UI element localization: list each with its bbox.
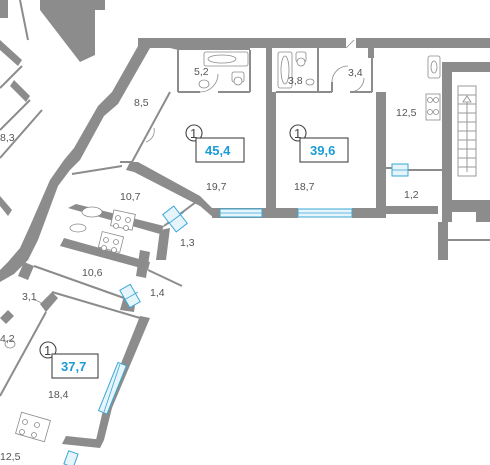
area-room-left: 18,4	[48, 389, 69, 401]
area-right-room: 18,7	[294, 181, 315, 193]
area-kitchen-left: 10,6	[82, 267, 103, 279]
area-center-room: 19,7	[206, 181, 227, 193]
area-right-hall: 3,4	[348, 67, 363, 79]
total-box-right	[299, 137, 349, 163]
total-box-left	[51, 353, 99, 379]
kitchen-block-center: 10,7 1,3	[68, 165, 197, 260]
area-bath-left: 4,2	[0, 333, 15, 345]
area-hall-left: 3,1	[22, 291, 37, 303]
staircase	[457, 85, 477, 177]
apartment-left: 3,1 4,2 18,4 12,5 1 37,7	[0, 291, 150, 465]
neighbor-block	[0, 0, 105, 216]
area-center-bath: 5,2	[194, 66, 209, 78]
total-box-center	[195, 137, 245, 163]
area-balcony-right: 1,2	[404, 189, 419, 201]
rooms-count-right: 1	[294, 126, 301, 141]
total-area-right: 39,6	[310, 143, 335, 158]
diagonal-wall	[0, 40, 150, 282]
area-balcony-center: 1,3	[180, 237, 195, 249]
area-kitchen-far-left: 12,5	[0, 451, 21, 463]
kitchen-block-left: 10,6 1,4	[18, 223, 183, 312]
area-kitchen-right: 12,5	[396, 107, 417, 119]
apartment-right: 3,8 3,4 18,7 12,5 1,2 1 39,6	[276, 39, 442, 218]
top-wall	[138, 38, 250, 50]
area-balcony-left: 1,4	[150, 287, 165, 299]
total-area-left: 37,7	[61, 359, 86, 374]
area-kitchen-center: 10,7	[120, 191, 141, 203]
rooms-badge-right	[289, 124, 307, 142]
area-right-bath: 3,8	[288, 75, 303, 87]
rooms-badge-center	[185, 124, 203, 142]
rooms-count-left: 1	[44, 343, 51, 358]
total-area-center: 45,4	[205, 143, 231, 158]
apartment-center: 5,2 8,5 19,7 1 45,4	[120, 50, 276, 218]
area-room-far-left: 8,3	[0, 132, 15, 144]
rooms-count-center: 1	[190, 126, 197, 141]
area-center-hall: 8,5	[134, 97, 149, 109]
